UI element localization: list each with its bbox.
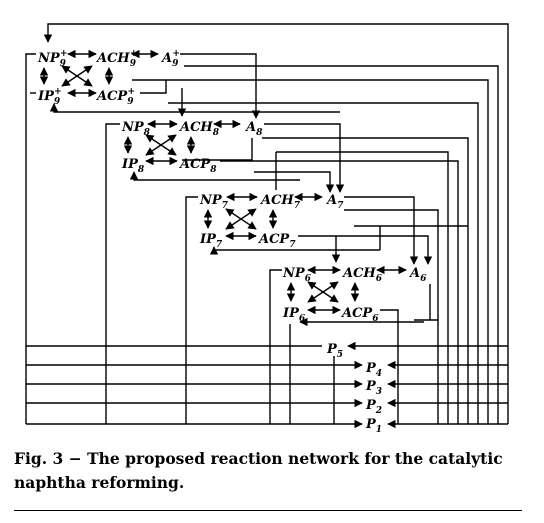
bottom-rule (14, 510, 522, 511)
node-np8: NP8 (121, 120, 151, 138)
node-a6: A6 (408, 266, 427, 284)
svg-text:P3: P3 (365, 379, 382, 397)
product-lines (26, 341, 508, 429)
svg-text:ACP8: ACP8 (178, 157, 217, 175)
svg-text:A6: A6 (408, 266, 427, 284)
caption-text: The proposed reaction network for the ca… (14, 449, 503, 492)
level-9-connections (25, 23, 509, 424)
node-np9: NP9+ (37, 49, 67, 69)
node-ach8: ACH8 (178, 120, 220, 138)
node-p5: P5 (326, 342, 343, 360)
svg-text:ACH7: ACH7 (259, 193, 301, 211)
level-6-connections (269, 269, 438, 424)
svg-text:A9+: A9+ (160, 49, 180, 69)
level-7-connections (185, 196, 468, 424)
node-ip8: IP8 (121, 157, 145, 175)
svg-text:ACP6: ACP6 (340, 306, 379, 324)
svg-text:NP8: NP8 (121, 120, 151, 138)
caption-dash: − (63, 449, 88, 468)
node-p4: P4 (365, 361, 382, 379)
level-8-connections (105, 88, 469, 424)
svg-text:P2: P2 (365, 398, 382, 416)
svg-text:ACP9+: ACP9+ (95, 87, 135, 107)
node-ach6: ACH6 (341, 266, 383, 284)
svg-text:ACH8: ACH8 (178, 120, 220, 138)
node-acp6: ACP6 (340, 306, 379, 324)
cluster-7-arrows (203, 192, 323, 241)
svg-text:ACH6: ACH6 (341, 266, 383, 284)
svg-text:NP7: NP7 (199, 193, 229, 211)
svg-text:IP8: IP8 (121, 157, 145, 175)
svg-text:ACH9+: ACH9+ (95, 49, 138, 69)
cluster-8-arrows (123, 119, 241, 166)
svg-text:A8: A8 (244, 120, 263, 138)
svg-text:NP6: NP6 (282, 266, 312, 284)
figure-caption: Fig. 3 − The proposed reaction network f… (14, 447, 534, 495)
node-a7: A7 (325, 193, 344, 211)
svg-text:P1: P1 (365, 417, 382, 435)
node-ach9: ACH9+ (95, 49, 138, 69)
node-acp8: ACP8 (178, 157, 217, 175)
node-ach7: ACH7 (259, 193, 301, 211)
cluster-6-arrows (286, 265, 407, 315)
svg-text:IP9+: IP9+ (37, 87, 62, 107)
node-np7: NP7 (199, 193, 229, 211)
node-p1: P1 (365, 417, 382, 435)
node-a8: A8 (244, 120, 263, 138)
node-ip7: IP7 (199, 232, 223, 250)
cluster-9-arrows (39, 49, 159, 98)
node-p3: P3 (365, 379, 382, 397)
node-acp9: ACP9+ (95, 87, 135, 107)
node-ip9: IP9+ (37, 87, 62, 107)
svg-text:IP7: IP7 (199, 232, 223, 250)
svg-text:P5: P5 (326, 342, 343, 360)
node-p2: P2 (365, 398, 382, 416)
svg-text:A7: A7 (325, 193, 344, 211)
node-a9: A9+ (160, 49, 180, 69)
node-acp7: ACP7 (257, 232, 296, 250)
svg-text:P4: P4 (365, 361, 382, 379)
svg-text:NP9+: NP9+ (37, 49, 67, 69)
node-np6: NP6 (282, 266, 312, 284)
caption-label: Fig. 3 (14, 449, 64, 468)
svg-text:ACP7: ACP7 (257, 232, 296, 250)
